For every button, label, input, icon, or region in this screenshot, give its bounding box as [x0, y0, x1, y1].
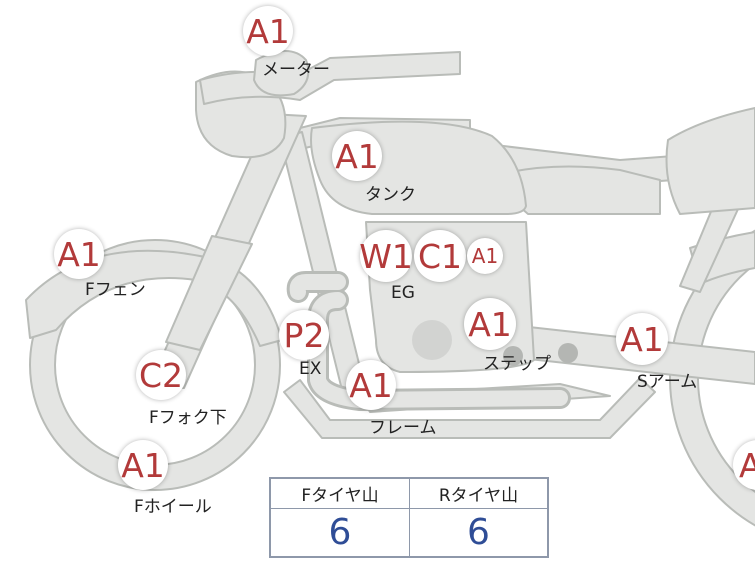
exhaust-grade-marker: P2 [279, 310, 329, 360]
meter-housing [253, 50, 310, 97]
front-fork-label: Fフォク下 [149, 408, 227, 428]
engine-small-grade-marker: A1 [467, 238, 503, 274]
seat [509, 165, 661, 215]
tank-grade-marker: A1 [332, 131, 382, 181]
front-fender-grade-marker: A1 [54, 229, 104, 279]
exhaust-pipe-inner [289, 274, 568, 408]
engine-c-grade-text: C1 [417, 236, 463, 276]
rear-cowl [665, 107, 755, 215]
rear-tire-value: 6 [467, 512, 490, 553]
fork-slider [165, 235, 253, 351]
step-peg-left [503, 346, 523, 366]
handlebar [199, 51, 461, 105]
frame-grade-marker: A1 [346, 360, 396, 410]
engine-w-grade-text: W1 [359, 236, 413, 276]
step-grade-text: A1 [468, 304, 512, 344]
front-wheel-grade-marker: A1 [118, 440, 168, 490]
swing-arm-grade-marker: A1 [616, 313, 668, 365]
engine-w-grade-marker: W1 [359, 230, 413, 282]
frame-bottom-rail [283, 377, 656, 439]
meter-grade-text: A1 [246, 11, 290, 51]
swing-arm-grade-text: A1 [620, 319, 664, 359]
exhaust-label: EX [299, 359, 322, 379]
tank-label: タンク [365, 185, 416, 205]
front-tire-header: Fタイヤ山 [271, 479, 410, 509]
front-fender-grade-text: A1 [57, 234, 101, 274]
engine-cover [412, 320, 452, 360]
front-wheel-grade-text: A1 [121, 445, 165, 485]
front-wheel-label: Fホイール [134, 497, 212, 517]
step-grade-marker: A1 [464, 298, 516, 350]
tank-grade-text: A1 [335, 136, 379, 176]
frame-label: フレーム [369, 418, 437, 438]
engine-label: EG [391, 283, 415, 303]
step-label: ステップ [483, 354, 551, 374]
front-fork-grade-marker: C2 [136, 350, 186, 400]
engine-c-grade-marker: C1 [414, 230, 466, 282]
engine-small-grade-text: A1 [471, 244, 499, 268]
tire-tread-table: Fタイヤ山 Rタイヤ山 6 6 [269, 477, 549, 558]
rear-wheel-grade-text: A [739, 445, 755, 485]
meter-label: メーター [262, 60, 330, 80]
rear-wheel-grade-marker: A [733, 440, 755, 490]
front-fork-grade-text: C2 [138, 355, 184, 395]
exhaust-grade-text: P2 [283, 315, 325, 355]
frame-grade-text: A1 [349, 365, 393, 405]
swing-arm-label: Sアーム [637, 372, 698, 392]
front-fender-label: Fフェン [85, 280, 146, 300]
meter-grade-marker: A1 [243, 6, 293, 56]
step-peg-right [558, 343, 578, 363]
front-tire-value: 6 [271, 509, 410, 556]
rear-tire-header: Rタイヤ山 [410, 479, 547, 509]
